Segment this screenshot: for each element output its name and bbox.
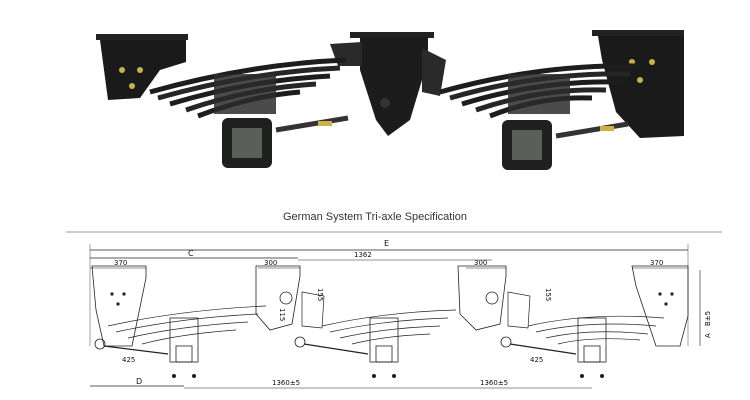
suspension-photo [96, 30, 684, 170]
dimension-d-label: D [136, 377, 142, 386]
left-leaf-spring [149, 57, 347, 119]
right-leaf-spring [439, 63, 637, 119]
dimension-a-label: A [704, 333, 712, 338]
dimension-b-label: B±5 [704, 311, 712, 326]
diagram-caption: German System Tri-axle Specification [282, 211, 467, 223]
dimension-370-right-label: 370 [650, 259, 663, 267]
dimension-300-b-label: 300 [474, 259, 487, 267]
dimension-1360-b-label: 1360±5 [480, 379, 508, 387]
dimension-1360-a-label: 1360±5 [272, 379, 300, 387]
dimension-1362: 1362 [298, 251, 492, 261]
front-hanger-bracket [96, 34, 188, 100]
dimension-300-a-label: 300 [264, 259, 277, 267]
specification-drawing: E C 1362 370 370 300 300 155 155 115 [66, 231, 722, 389]
dimension-155-b-label: 155 [544, 288, 552, 301]
dimension-425-a-label: 425 [122, 356, 135, 364]
dimension-1362-label: 1362 [354, 251, 372, 259]
dimension-d: D [90, 377, 184, 387]
rear-hanger-bracket [592, 30, 684, 138]
right-torque-rod [555, 121, 629, 139]
dimension-425-b-label: 425 [530, 356, 543, 364]
right-axle-seat [502, 120, 552, 170]
dimension-c-label: C [188, 249, 194, 258]
dimension-e: E [89, 239, 689, 346]
left-torque-rod [275, 115, 349, 133]
dimension-155-a-label: 155 [316, 288, 324, 301]
dimension-370-left-label: 370 [114, 259, 127, 267]
dimension-e-label: E [384, 239, 389, 248]
dimension-115-label: 115 [278, 308, 286, 321]
left-axle-seat [222, 118, 272, 168]
dimension-c: C [90, 249, 298, 259]
